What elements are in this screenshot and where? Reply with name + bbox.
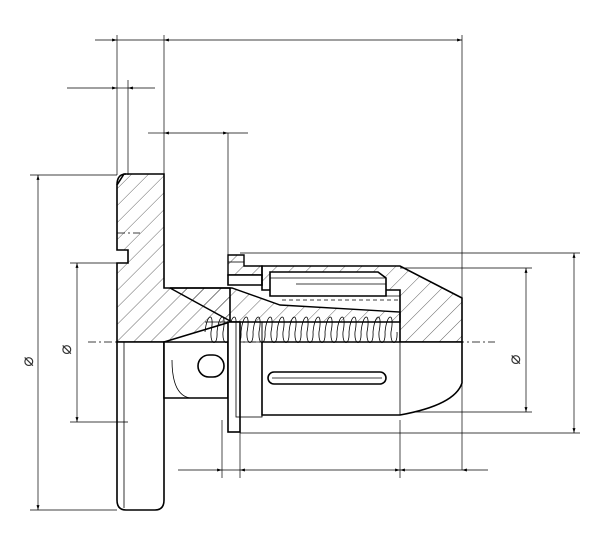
top-dimensions bbox=[67, 35, 463, 470]
flange-section bbox=[116, 173, 231, 343]
flange-diameter-label: ⌀ bbox=[18, 356, 38, 367]
bottom-dimensions bbox=[178, 420, 488, 478]
washer-plate bbox=[227, 321, 263, 433]
inner-sleeve bbox=[269, 271, 400, 301]
right-dimensions bbox=[240, 252, 580, 434]
nut-section bbox=[227, 254, 263, 286]
flange-lower bbox=[116, 341, 165, 511]
inner-diameter-label: ⌀ bbox=[56, 344, 76, 355]
body-diameter-label: ⌀ bbox=[505, 354, 525, 365]
shaft bbox=[163, 341, 229, 399]
left-dimensions bbox=[30, 174, 128, 511]
